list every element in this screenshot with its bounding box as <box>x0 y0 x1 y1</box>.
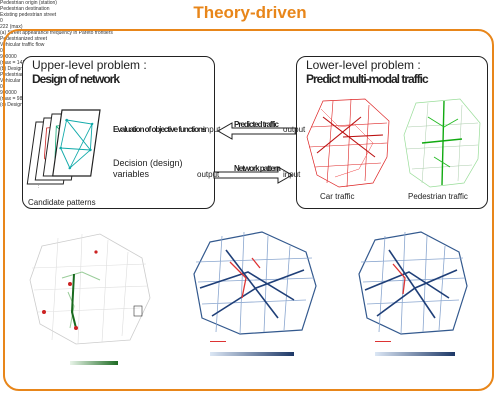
candidate-patterns-stack: : <box>26 109 101 190</box>
flow-arrows <box>213 122 297 184</box>
map-b-legend-line <box>210 341 226 342</box>
map-c-legend-line <box>375 341 391 342</box>
map-a-legend-existing: Existing pedestrian street <box>0 12 57 18</box>
pedestrian-traffic-label: Pedestrian traffic <box>408 192 468 201</box>
page-title: Theory-driven <box>193 3 307 22</box>
arrow-network-pattern <box>213 166 294 184</box>
eval-label: Evaluation of objective functions <box>113 124 208 135</box>
map-b-scale-maxnote: (max = 1417077) <box>0 60 38 66</box>
map-b-scale-max: 900000 <box>0 54 17 60</box>
output-top-label: output <box>283 125 306 134</box>
map-a-scale-min: 0 <box>0 18 3 24</box>
map-a <box>29 233 151 345</box>
upper-subheading: Design of network <box>32 72 120 86</box>
map-c-scale-bar <box>375 352 455 356</box>
predicted-traffic-label: Predicted traffic <box>234 120 288 130</box>
card-front <box>52 109 101 177</box>
map-a-scale-max: 222 (max) <box>0 24 23 30</box>
input-right-label: input <box>283 170 301 179</box>
map-b-legend-flow: Vehicular traffic flow <box>0 42 45 48</box>
map-c <box>358 231 468 335</box>
map-b-scale-bar <box>210 352 294 356</box>
pedestrian-traffic-map <box>403 98 481 188</box>
map-b-scale-min: 0 <box>0 48 3 54</box>
network-pattern-label: Network pattern <box>234 164 288 174</box>
map-a-legend-origin: Pedestrian origin (station) <box>0 0 57 6</box>
map-b <box>193 231 317 335</box>
eval-label-text: Evaluation of objective functions <box>113 125 206 134</box>
map-a-legend-destination: Pedestrian destination <box>0 6 50 12</box>
car-traffic-label: Car traffic <box>320 192 355 201</box>
map-b-legend-pedestrianized: Pedestrianized street <box>0 36 47 42</box>
lower-heading: Lower-level problem : <box>306 58 421 72</box>
patterns-label: Candidate patterns <box>28 198 96 207</box>
output-left-label: output <box>197 170 220 179</box>
input-left-label: input <box>203 125 221 134</box>
stack-ellipsis: : <box>38 184 39 190</box>
decision-label: Decision (design) variables <box>113 158 205 180</box>
map-a-caption: (a) Street appearance frequency in Paret… <box>0 30 113 36</box>
car-traffic-map <box>306 98 390 188</box>
lower-subheading: Predict multi-modal traffic <box>306 72 429 86</box>
upper-heading: Upper-level problem : <box>32 58 147 72</box>
map-c-scale-max: 900000 <box>0 90 17 96</box>
arrow-predicted-traffic <box>216 122 297 140</box>
map-c-scale-maxnote: (max = 989304) <box>0 96 36 102</box>
map-c-scale-min: 0 <box>0 84 3 90</box>
outer-frame <box>3 29 494 391</box>
decision-label-text: Decision (design) variables <box>113 158 183 179</box>
map-a-scale-bar <box>70 361 118 365</box>
lower-level-box <box>296 56 488 209</box>
predicted-traffic-text: Predicted traffic <box>234 120 279 129</box>
network-pattern-text: Network pattern <box>234 164 281 173</box>
